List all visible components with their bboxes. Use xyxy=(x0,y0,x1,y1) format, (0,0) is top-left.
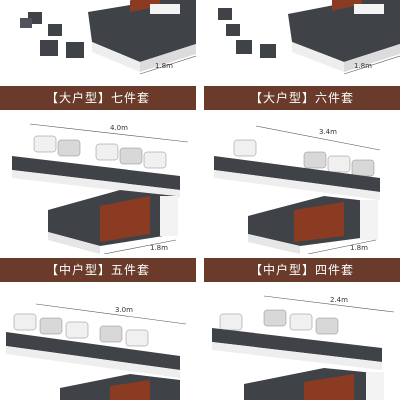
width-dimension-label: 3.4m xyxy=(319,128,337,136)
depth-dimension-label: 1.8m xyxy=(150,244,168,252)
sofa-image-4pc[interactable]: 3.4m 1.8m xyxy=(204,116,400,254)
depth-dimension-label: 1.8m xyxy=(155,62,173,70)
backrest-cushions xyxy=(13,313,149,347)
depth-dimension-label: 1.8m xyxy=(350,244,368,252)
depth-dimension-label: 1.8m xyxy=(354,62,372,70)
set-label-5pc: 【中户型】五件套 xyxy=(0,258,196,282)
backrest-cushions xyxy=(33,135,167,169)
width-dimension-label: 3.0m xyxy=(115,306,133,314)
set-label-4pc: 【中户型】四件套 xyxy=(204,258,400,282)
backrest-cushions xyxy=(219,309,339,335)
sofa-image-2-4m[interactable]: 2.4m xyxy=(204,288,400,400)
backrest-cushions xyxy=(233,139,375,177)
sofa-image-3m[interactable]: 3.0m xyxy=(0,288,196,400)
width-dimension-label: 2.4m xyxy=(330,296,348,304)
sofa-image-5pc[interactable]: 4.0m 1.8m xyxy=(0,116,196,254)
width-dimension-label: 4.0m xyxy=(110,124,128,132)
sofa-image-6pc[interactable]: 1.8m xyxy=(204,0,400,82)
sofa-image-7pc[interactable]: 1.8m xyxy=(0,0,196,82)
set-label-7pc: 【大户型】七件套 xyxy=(0,86,196,110)
set-label-6pc: 【大户型】六件套 xyxy=(204,86,400,110)
